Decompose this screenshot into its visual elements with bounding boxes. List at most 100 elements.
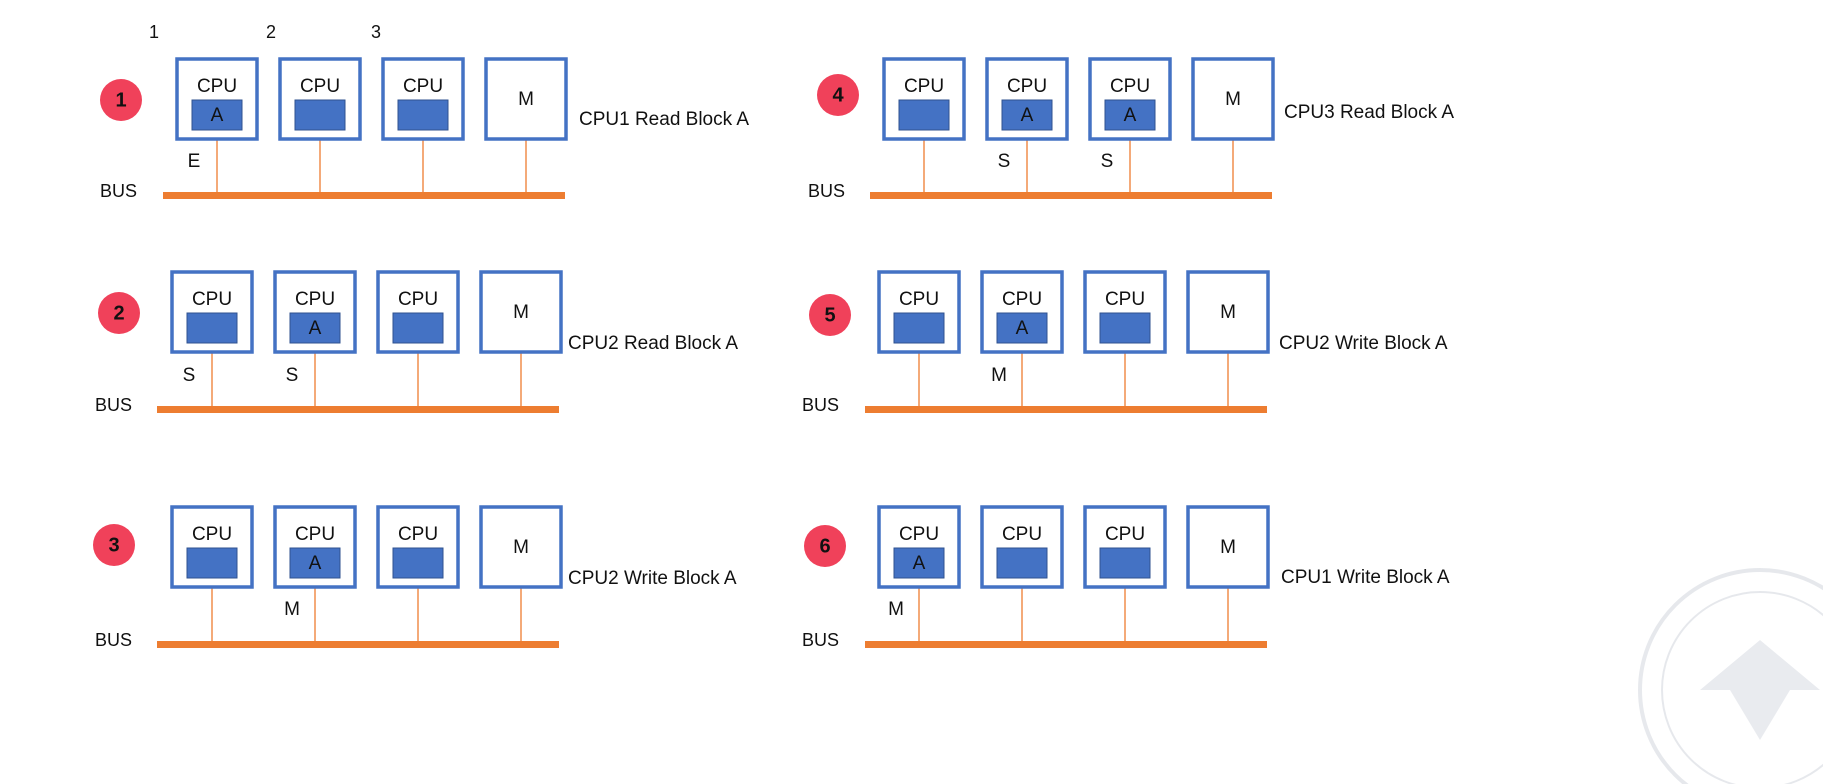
cache-block: [1001, 99, 1053, 131]
cpu-label: CPU: [1002, 524, 1042, 545]
cpu-node-1: CPU S: [170, 270, 254, 406]
cpu-label: CPU: [197, 76, 237, 97]
system-bus: [865, 406, 1267, 413]
memory-box: [479, 270, 563, 354]
step-badge: 1: [100, 79, 142, 121]
bus-label: BUS: [95, 395, 132, 415]
operation-caption: CPU2 Read Block A: [568, 333, 738, 354]
cache-block-label: A: [1016, 318, 1029, 339]
cpu-label: CPU: [300, 76, 340, 97]
cache-block-label: A: [309, 318, 322, 339]
cpu-node-3: CPU: [376, 270, 460, 406]
mesi-state-label: M: [284, 599, 300, 620]
cpu-label: CPU: [398, 524, 438, 545]
step-number: 4: [832, 84, 844, 106]
memory-label: M: [1220, 302, 1236, 323]
cache-block-label: A: [309, 553, 322, 574]
operation-caption: CPU1 Write Block A: [1281, 567, 1450, 588]
cpu-label: CPU: [899, 289, 939, 310]
step-badge-circle: [100, 79, 142, 121]
step-badge-circle: [804, 525, 846, 567]
mesi-state-label: S: [1101, 151, 1114, 172]
cache-block: [1099, 312, 1151, 344]
step-number: 1: [115, 89, 126, 111]
memory-label: M: [1225, 89, 1241, 110]
memory-label: M: [513, 302, 529, 323]
cpu-node-1: CPU: [877, 270, 961, 406]
cpu-index-number: 2: [266, 22, 276, 42]
cpu-node-3: CPU: [381, 57, 465, 192]
cpu-label: CPU: [1007, 76, 1047, 97]
cpu-node-1: CPU: [882, 57, 966, 192]
bus-label: BUS: [100, 181, 137, 201]
operation-caption: CPU1 Read Block A: [579, 109, 749, 130]
cpu-node-3: CPU: [1083, 505, 1167, 641]
memory-node: M: [484, 57, 568, 192]
cpu-node-3: CPU: [376, 505, 460, 641]
step-badge-circle: [817, 74, 859, 116]
step-number: 3: [108, 534, 119, 556]
cpu-label: CPU: [1002, 289, 1042, 310]
step-badge: 2: [98, 292, 140, 334]
cpu-node-3: CPU: [1083, 270, 1167, 406]
system-bus: [157, 406, 559, 413]
operation-caption: CPU3 Read Block A: [1284, 102, 1454, 123]
bus-label: BUS: [802, 395, 839, 415]
mesi-state-label: S: [183, 365, 196, 386]
system-bus: [865, 641, 1267, 648]
cpu-node-2: CPU A S: [273, 270, 357, 406]
mesi-state-label: M: [888, 599, 904, 620]
cpu-label: CPU: [295, 524, 335, 545]
mesi-state-label: S: [998, 151, 1011, 172]
cache-block: [996, 312, 1048, 344]
cache-block: [289, 547, 341, 579]
cache-block: [191, 99, 243, 131]
step-number: 2: [113, 302, 124, 324]
cache-block-label: A: [1124, 105, 1137, 126]
cache-block: [996, 547, 1048, 579]
cache-block: [893, 547, 945, 579]
cache-block-label: A: [913, 553, 926, 574]
memory-box: [479, 505, 563, 589]
cpu-node-2: CPU: [980, 505, 1064, 641]
cache-block: [392, 547, 444, 579]
step-badge: 6: [804, 525, 846, 567]
cache-block: [186, 547, 238, 579]
bus-label: BUS: [802, 630, 839, 650]
memory-box: [1186, 270, 1270, 354]
cpu-box: [273, 505, 357, 589]
cpu-label: CPU: [192, 289, 232, 310]
cpu-label: CPU: [295, 289, 335, 310]
memory-box: [484, 57, 568, 141]
cpu-label: CPU: [398, 289, 438, 310]
cpu-node-2: CPU A M: [273, 505, 357, 641]
step-badge-circle: [98, 292, 140, 334]
step-number: 6: [819, 535, 830, 557]
memory-node: M: [1186, 505, 1270, 641]
memory-label: M: [1220, 537, 1236, 558]
cpu-label: CPU: [1105, 524, 1145, 545]
mesi-state-label: S: [286, 365, 299, 386]
memory-node: M: [479, 270, 563, 406]
cache-block: [294, 99, 346, 131]
step-badge-circle: [93, 524, 135, 566]
step-badge: 3: [93, 524, 135, 566]
memory-box: [1191, 57, 1275, 141]
memory-node: M: [479, 505, 563, 641]
cache-block: [898, 99, 950, 131]
memory-node: M: [1186, 270, 1270, 406]
step-number: 5: [824, 304, 835, 326]
